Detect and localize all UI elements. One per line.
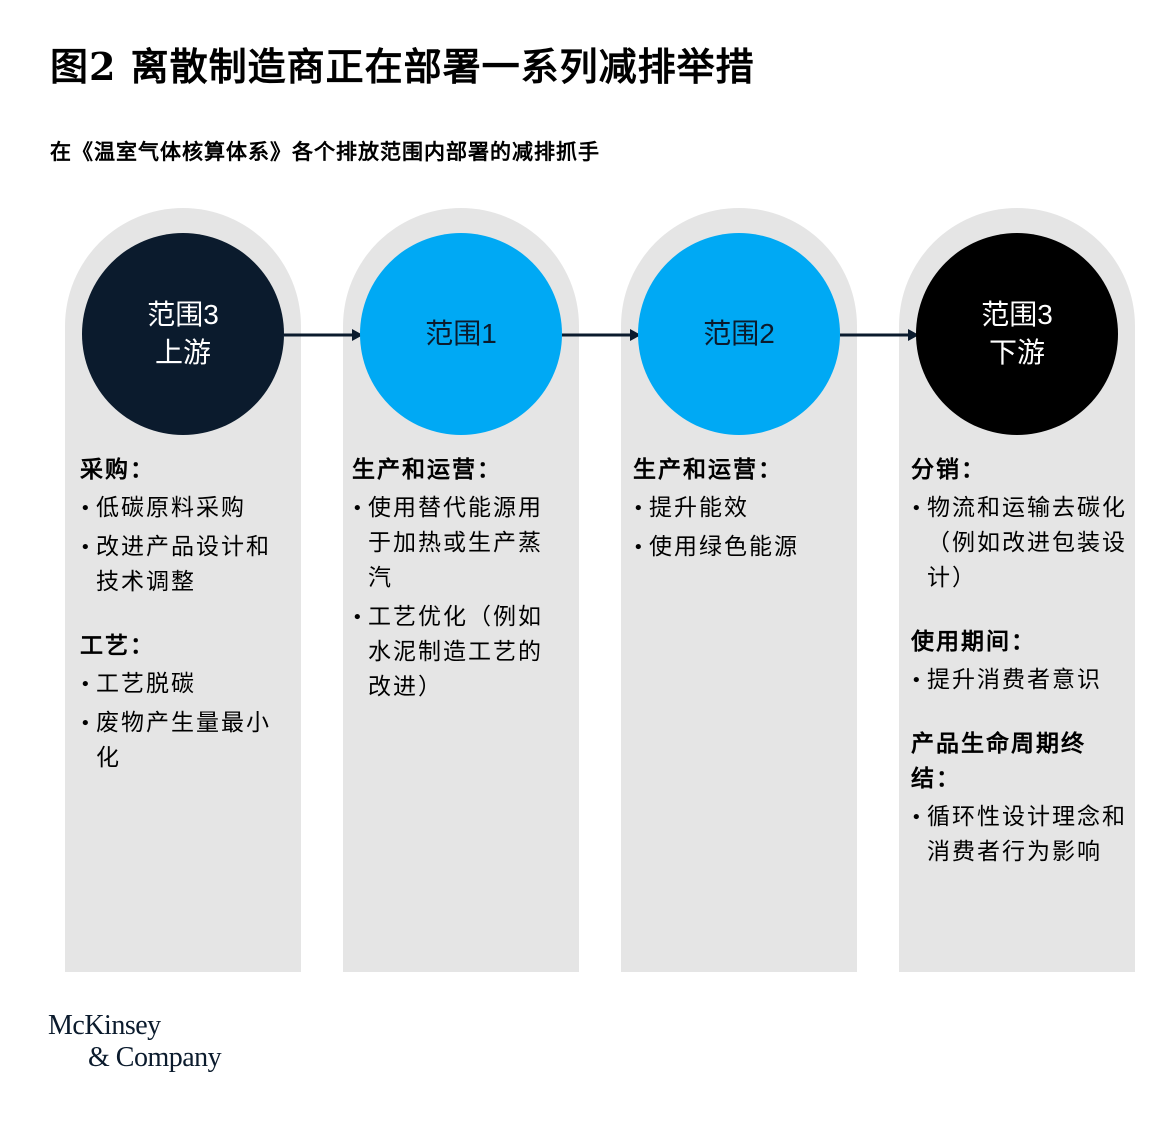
page-subtitle: 在《温室气体核算体系》各个排放范围内部署的减排抓手 <box>50 139 600 164</box>
list-item: 循环性设计理念和消费者行为影响 <box>911 800 1133 870</box>
list-item: 废物产生量最小化 <box>80 706 280 776</box>
list-item: 改进产品设计和技术调整 <box>80 530 280 600</box>
section: 生产和运营： 提升能效 使用绿色能源 <box>633 452 843 565</box>
section: 使用期间： 提升消费者意识 <box>911 624 1133 698</box>
list-item: 使用替代能源用于加热或生产蒸汽 <box>352 491 552 596</box>
list-item: 使用绿色能源 <box>633 530 843 565</box>
list-item: 提升消费者意识 <box>911 663 1133 698</box>
scope1-circle: 范围1 <box>360 233 562 435</box>
bullet-list: 循环性设计理念和消费者行为影响 <box>911 800 1133 870</box>
bullet-list: 提升能效 使用绿色能源 <box>633 491 843 565</box>
scope3-upstream-content: 采购： 低碳原料采购 改进产品设计和技术调整 工艺： 工艺脱碳 废物产生量最小化 <box>80 452 280 780</box>
section: 采购： 低碳原料采购 改进产品设计和技术调整 <box>80 452 280 600</box>
scope3-downstream-content: 分销： 物流和运输去碳化（例如改进包装设计） 使用期间： 提升消费者意识 产品生… <box>911 452 1133 874</box>
scope2-circle: 范围2 <box>638 233 840 435</box>
section-title: 工艺： <box>80 632 155 659</box>
logo-line: McKinsey <box>48 1010 161 1041</box>
section-title: 产品生命周期终结： <box>911 730 1086 792</box>
page-title: 图2 离散制造商正在部署一系列减排举措 <box>50 44 755 89</box>
list-item: 提升能效 <box>633 491 843 526</box>
arrow-right-icon <box>840 329 919 341</box>
circle-label: 上游 <box>154 337 211 368</box>
circle-label: 范围2 <box>703 318 775 349</box>
section: 工艺： 工艺脱碳 废物产生量最小化 <box>80 628 280 776</box>
logo-line: & Company <box>88 1042 222 1073</box>
circle-label: 范围1 <box>425 318 497 349</box>
section-title: 生产和运营： <box>352 456 502 483</box>
section-title: 分销： <box>911 456 986 483</box>
mckinsey-logo: McKinsey & Company <box>48 1010 222 1074</box>
scope3-downstream-circle: 范围3 下游 <box>916 233 1118 435</box>
scope1-content: 生产和运营： 使用替代能源用于加热或生产蒸汽 工艺优化（例如水泥制造工艺的改进） <box>352 452 552 709</box>
section: 生产和运营： 使用替代能源用于加热或生产蒸汽 工艺优化（例如水泥制造工艺的改进） <box>352 452 552 705</box>
arrow-right-icon <box>562 329 641 341</box>
list-item: 低碳原料采购 <box>80 491 280 526</box>
section-title: 生产和运营： <box>633 456 783 483</box>
list-item: 工艺优化（例如水泥制造工艺的改进） <box>352 600 552 705</box>
section: 产品生命周期终结： 循环性设计理念和消费者行为影响 <box>911 726 1133 870</box>
section-title: 采购： <box>80 456 155 483</box>
bullet-list: 物流和运输去碳化（例如改进包装设计） <box>911 491 1133 596</box>
circle-label: 范围3 <box>981 299 1053 330</box>
bullet-list: 低碳原料采购 改进产品设计和技术调整 <box>80 491 280 600</box>
bullet-list: 提升消费者意识 <box>911 663 1133 698</box>
scope2-content: 生产和运营： 提升能效 使用绿色能源 <box>633 452 843 569</box>
arrow-right-icon <box>284 329 363 341</box>
circle-label: 范围3 <box>147 299 219 330</box>
circle-label: 下游 <box>988 337 1045 368</box>
section: 分销： 物流和运输去碳化（例如改进包装设计） <box>911 452 1133 596</box>
section-title: 使用期间： <box>911 628 1036 655</box>
bullet-list: 工艺脱碳 废物产生量最小化 <box>80 667 280 776</box>
list-item: 工艺脱碳 <box>80 667 280 702</box>
scope3-upstream-circle: 范围3 上游 <box>82 233 284 435</box>
list-item: 物流和运输去碳化（例如改进包装设计） <box>911 491 1133 596</box>
bullet-list: 使用替代能源用于加热或生产蒸汽 工艺优化（例如水泥制造工艺的改进） <box>352 491 552 705</box>
